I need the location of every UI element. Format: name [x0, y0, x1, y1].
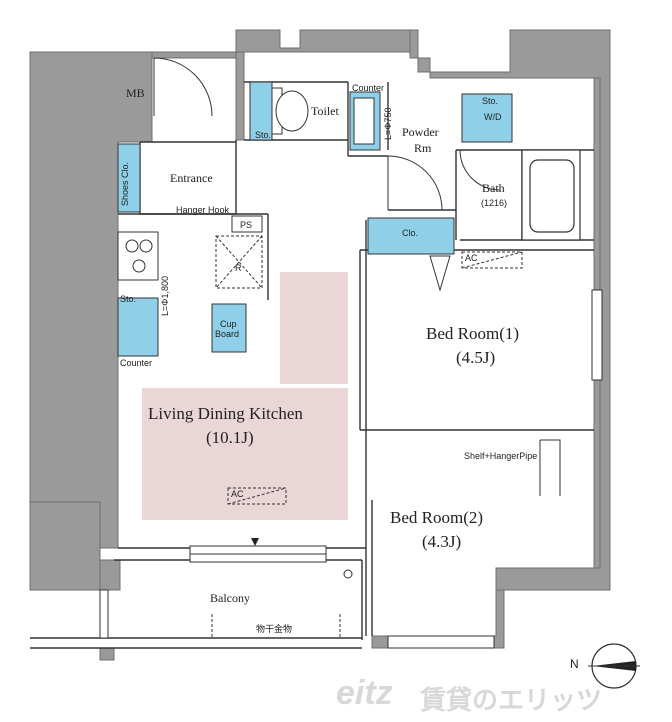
- pipe-space-label: PS: [240, 220, 253, 230]
- ldk-floor: [142, 388, 348, 520]
- bathtub: [521, 149, 581, 241]
- ldk-label: Living Dining Kitchen: [148, 404, 303, 423]
- bedroom-2-size: (4.3J): [422, 532, 462, 551]
- watermark-logo: eitz 賃貸のエリッツ: [330, 668, 670, 720]
- ldk-floor-upper: [280, 272, 348, 384]
- balcony-label: Balcony: [210, 591, 250, 605]
- watermark-brand: eitz: [336, 674, 393, 712]
- wd-storage-label: Sto.: [482, 96, 499, 106]
- shoes-closet-label: Shoes Clo.: [120, 161, 130, 206]
- refrigerator-label: R: [235, 263, 242, 273]
- toilet-label: Toilet: [311, 104, 339, 118]
- ac-label-ldk: AC: [231, 489, 244, 499]
- refrigerator: [215, 215, 263, 289]
- counter-label-top: Counter: [352, 83, 385, 93]
- toilet-storage-label: Sto.: [255, 130, 272, 140]
- ac-label-bed1: AC: [465, 253, 478, 263]
- sink: [353, 97, 375, 145]
- shelf-label: Shelf+HangerPipe: [464, 451, 538, 461]
- closet-label: Clo.: [402, 228, 419, 238]
- mb-label: MB: [126, 86, 145, 100]
- cupboard-label: Cup: [220, 319, 237, 329]
- entrance-label: Entrance: [170, 171, 213, 185]
- doors: [153, 57, 561, 496]
- stove: [117, 231, 159, 281]
- powder-room-label: Powder: [402, 125, 439, 139]
- ldk-size: (10.1J): [206, 428, 254, 447]
- laundry-rail: [211, 614, 341, 638]
- bath-label: Bath: [482, 181, 505, 195]
- bath-size-label: (1216): [481, 198, 508, 208]
- kitchen-counter-label: Counter: [120, 358, 153, 368]
- hanger-hook-label: Hanger Hook: [176, 205, 230, 215]
- mirror-size-label: L=Φ750: [383, 107, 393, 140]
- compass-icon: [588, 643, 640, 689]
- balcony-drain: [343, 569, 353, 579]
- bedroom-1-size: (4.5J): [456, 348, 496, 367]
- cupboard-label-2: Board: [215, 329, 240, 339]
- kitchen-light-label: L=Φ1,800: [160, 276, 170, 316]
- powder-room-label-2: Rm: [414, 141, 432, 155]
- kitchen-storage-label: Sto.: [120, 294, 137, 304]
- windows: [99, 289, 603, 649]
- closet-arrow: [429, 255, 451, 292]
- toilet-bowl: [271, 87, 309, 135]
- washer-dryer-label: W/D: [484, 112, 502, 122]
- compass-north-label: N: [570, 657, 579, 671]
- watermark-text: 賃貸のエリッツ: [420, 686, 603, 716]
- entry-mark: [251, 538, 259, 546]
- ac-units: [227, 251, 523, 505]
- fixtures: [117, 81, 513, 357]
- bedroom-1-label: Bed Room(1): [426, 324, 520, 343]
- bedroom-2-label: Bed Room(2): [390, 508, 484, 527]
- laundry-rail-label: 物干金物: [256, 624, 293, 634]
